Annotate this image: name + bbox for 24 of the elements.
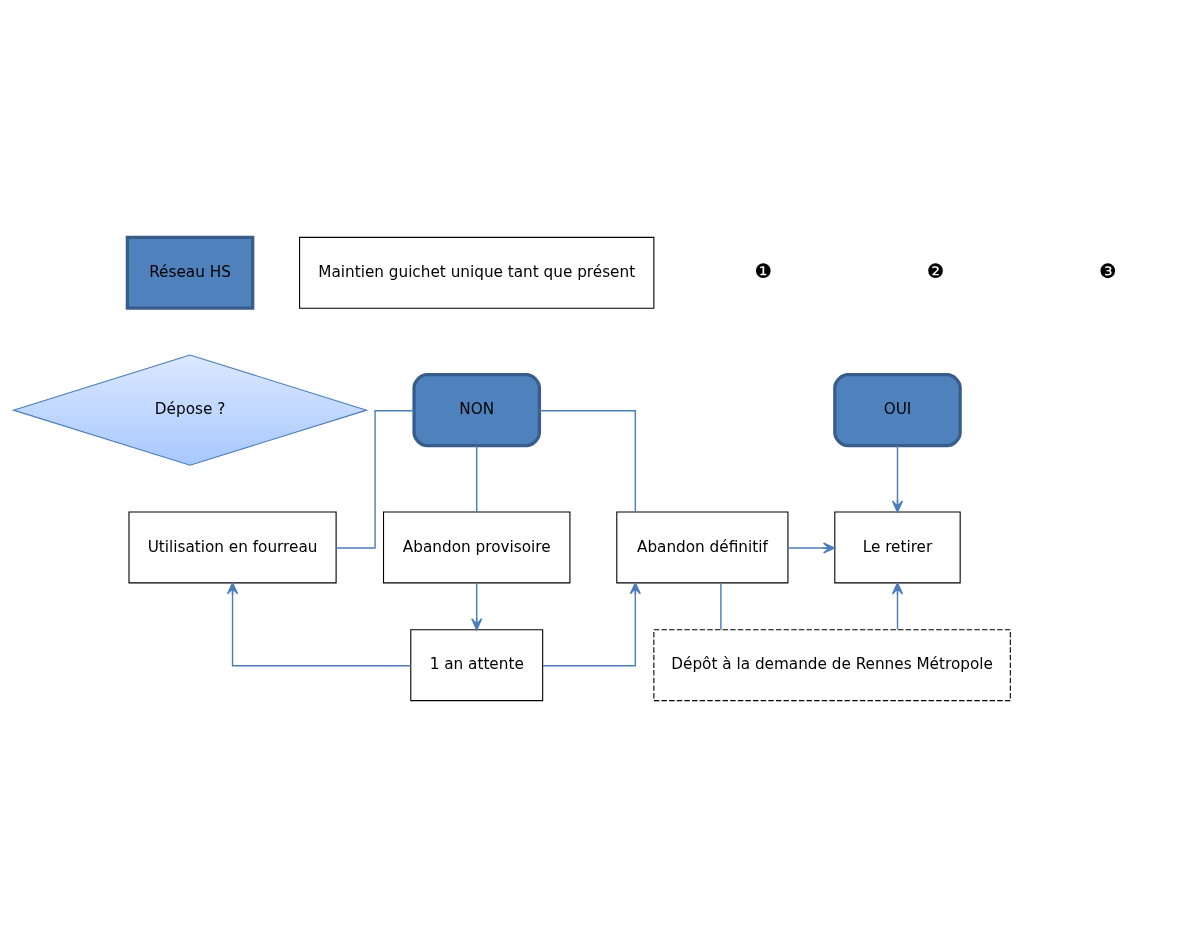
connector [476,445,478,513]
arrow [542,582,641,667]
node-box: 1 an attente [410,629,544,702]
arrow [891,582,904,631]
label: ❶ [754,259,773,283]
node-box: Utilisation en fourreau [128,511,337,584]
connector [335,409,415,549]
label: ❷ [926,259,945,283]
arrow [226,582,412,667]
arrow [891,445,904,513]
node-box: Le retirer [834,511,961,584]
node-box: Dépôt à la demande de Rennes Métropole [653,629,1011,702]
node-box: OUI [833,373,962,448]
node-box: NON [412,373,542,448]
node-box: Maintien guichet unique tant que présent [299,236,655,309]
node-box: Abandon définitif [616,511,789,584]
node-box: Réseau HS [125,235,255,310]
node-box: Abandon provisoire [382,511,571,584]
arrow [471,582,483,631]
node-diamond: Dépose ? [11,354,369,466]
label: ❸ [1099,259,1117,283]
connector [538,409,637,513]
connector [720,582,722,631]
arrow [787,542,836,554]
